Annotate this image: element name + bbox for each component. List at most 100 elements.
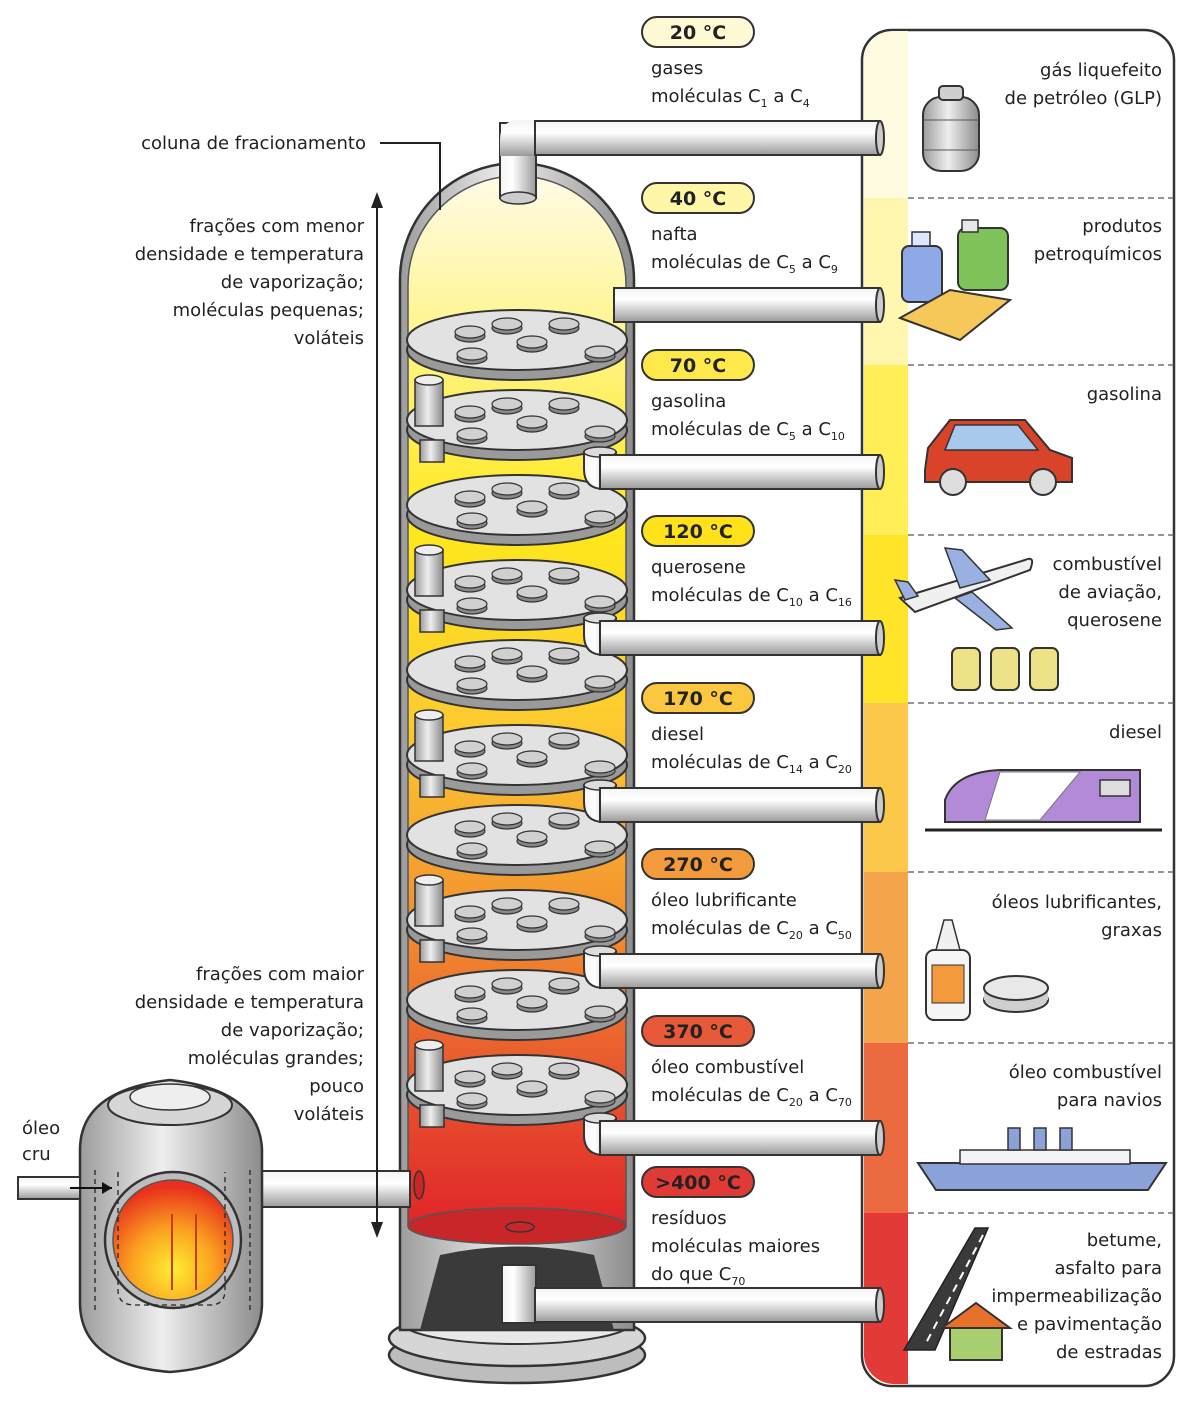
bubble-cap xyxy=(454,985,486,999)
bubble-cap xyxy=(456,762,488,776)
bubble-cap xyxy=(548,482,580,496)
annotation-line: densidade e temperatura xyxy=(135,992,364,1013)
fraction-molecules-cont: do que C70 xyxy=(651,1264,745,1288)
temperature-badge xyxy=(641,515,755,547)
temperature-badge xyxy=(641,682,755,714)
fraction-name: diesel xyxy=(651,724,704,745)
column-tray xyxy=(406,544,628,633)
annotation-line: moléculas pequenas; xyxy=(173,300,364,321)
product-label-line: gás liquefeito xyxy=(1040,60,1162,81)
column-tray xyxy=(406,709,628,798)
lubricant-icon xyxy=(925,919,1049,1021)
product-label-line: produtos xyxy=(1082,216,1162,237)
temperature-text: 40 °C xyxy=(670,188,727,210)
bubble-cap xyxy=(454,575,486,589)
annotation-line: de vaporização; xyxy=(221,1020,364,1041)
product-label-line: betume, xyxy=(1087,1230,1162,1251)
bubble-cap xyxy=(454,1070,486,1084)
gas-cylinder-icon xyxy=(922,85,980,172)
column-tray xyxy=(406,374,628,463)
bubble-cap xyxy=(584,595,616,609)
bubble-cap xyxy=(584,1005,616,1019)
bubble-cap xyxy=(516,995,548,1009)
airplane-icon xyxy=(893,547,1059,691)
bubble-cap xyxy=(516,585,548,599)
road-house-icon xyxy=(902,1227,1014,1361)
petrochemical-products-icon xyxy=(897,219,1013,342)
product-label-line: querosene xyxy=(1067,610,1162,631)
bubble-cap xyxy=(491,1062,523,1076)
train-icon xyxy=(925,769,1162,832)
bubble-cap xyxy=(548,897,580,911)
fraction-molecules: moléculas C1 a C4 xyxy=(651,86,810,110)
bubble-cap xyxy=(548,977,580,991)
product-label-line: de estradas xyxy=(1056,1342,1162,1363)
product-label-line: diesel xyxy=(1109,722,1162,743)
outlet-pipe xyxy=(613,287,885,323)
fraction-name: gases xyxy=(651,58,703,79)
bubble-cap xyxy=(491,812,523,826)
column-label: coluna de fracionamento xyxy=(141,133,366,154)
column-tray xyxy=(406,969,628,1041)
column-tray xyxy=(406,804,628,876)
product-label-line: e pavimentação xyxy=(1017,1314,1162,1335)
temperature-text: 120 °C xyxy=(663,521,733,543)
bubble-cap xyxy=(584,925,616,939)
outlet-pipe xyxy=(583,945,885,989)
outlet-pipe xyxy=(499,120,885,205)
outlet-pipe xyxy=(583,779,885,823)
bubble-cap xyxy=(491,732,523,746)
column-tray xyxy=(406,874,628,963)
bubble-cap xyxy=(491,397,523,411)
column-tray xyxy=(406,474,628,546)
temperature-text: >400 °C xyxy=(655,1172,741,1194)
bubble-cap xyxy=(516,335,548,349)
outlet-pipe xyxy=(501,1264,885,1324)
product-label-line: para navios xyxy=(1057,1090,1162,1111)
annotation-line: frações com maior xyxy=(196,964,365,985)
bubble-cap xyxy=(456,512,488,526)
downcomer xyxy=(414,379,444,427)
product-label: gás liquefeito de petróleo (GLP) xyxy=(1005,60,1162,109)
annotation-line: moléculas grandes; xyxy=(188,1048,364,1069)
product-label-line: óleo combustível xyxy=(1009,1062,1162,1083)
downcomer xyxy=(414,879,444,927)
column-trays xyxy=(406,309,628,1128)
product-panel xyxy=(860,28,1176,1388)
bubble-cap xyxy=(584,510,616,524)
bubble-cap xyxy=(584,345,616,359)
bubble-cap xyxy=(456,427,488,441)
temperature-badge xyxy=(641,16,755,48)
outlet-pipe xyxy=(583,1112,885,1156)
fraction-molecules: moléculas de C20 a C50 xyxy=(651,918,852,942)
bubble-cap xyxy=(548,1062,580,1076)
bubble-cap xyxy=(491,897,523,911)
product-label-line: gasolina xyxy=(1087,384,1162,405)
bubble-cap xyxy=(584,675,616,689)
bubble-cap xyxy=(456,347,488,361)
bubble-cap xyxy=(584,760,616,774)
product-label: diesel xyxy=(1109,722,1162,743)
column-tray xyxy=(406,1039,628,1128)
bubble-cap xyxy=(491,977,523,991)
temperature-text: 370 °C xyxy=(663,1021,733,1043)
bubble-cap xyxy=(454,655,486,669)
fraction-molecules: moléculas de C20 a C70 xyxy=(651,1085,852,1109)
outlet-pipe xyxy=(583,612,885,656)
product-label-line: de petróleo (GLP) xyxy=(1005,88,1162,109)
fraction-name: óleo lubrificante xyxy=(651,890,797,911)
bubble-cap xyxy=(516,915,548,929)
fractionating-column xyxy=(398,161,636,1332)
fraction-molecules: moléculas maiores xyxy=(651,1236,820,1257)
temperature-text: 70 °C xyxy=(670,355,727,377)
stripe-segment xyxy=(864,365,908,535)
